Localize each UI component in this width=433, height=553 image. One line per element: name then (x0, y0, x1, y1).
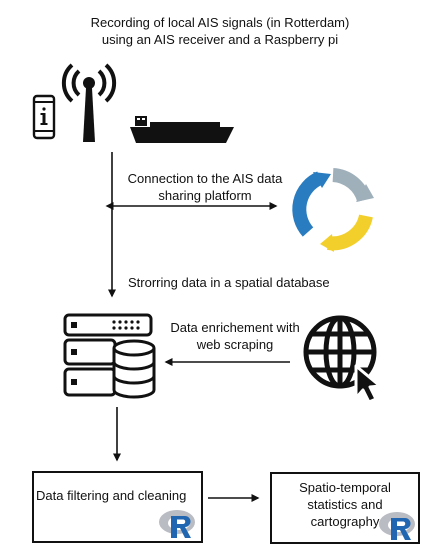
filtering-box: Data filtering and cleaning (32, 471, 203, 543)
recording-label: Recording of local AIS signals (in Rotte… (40, 14, 400, 48)
antenna-icon (61, 63, 117, 142)
storing-label: Strorring data in a spatial database (128, 275, 330, 290)
r-logo-icon (379, 512, 415, 540)
recording-label-line1: Recording of local AIS signals (in Rotte… (90, 15, 350, 30)
statistics-label-line3: cartography (310, 514, 380, 529)
enrichment-label-line2: web scraping (196, 337, 274, 352)
cargo-ship-icon (130, 116, 234, 143)
connection-label-line1: Connection to the AIS data (127, 171, 283, 186)
smartphone-icon (32, 94, 56, 140)
r-logo-icon (159, 510, 195, 538)
connection-label: Connection to the AIS data sharing platf… (110, 170, 300, 204)
connection-label-line2: sharing platform (158, 188, 252, 203)
filtering-label: Data filtering and cleaning (36, 488, 187, 503)
statistics-label-line2: statistics and (307, 497, 383, 512)
globe-cursor-icon (303, 315, 382, 404)
statistics-label-line1: Spatio-temporal (299, 480, 391, 495)
enrichment-label: Data enrichement with web scraping (160, 319, 310, 353)
statistics-label: Spatio-temporal statistics and cartograp… (272, 479, 418, 530)
sync-cycle-icon (292, 168, 374, 252)
recording-label-line2: using an AIS receiver and a Raspberry pi (101, 32, 339, 47)
enrichment-label-line1: Data enrichement with (170, 320, 300, 335)
database-server-icon (63, 313, 156, 399)
